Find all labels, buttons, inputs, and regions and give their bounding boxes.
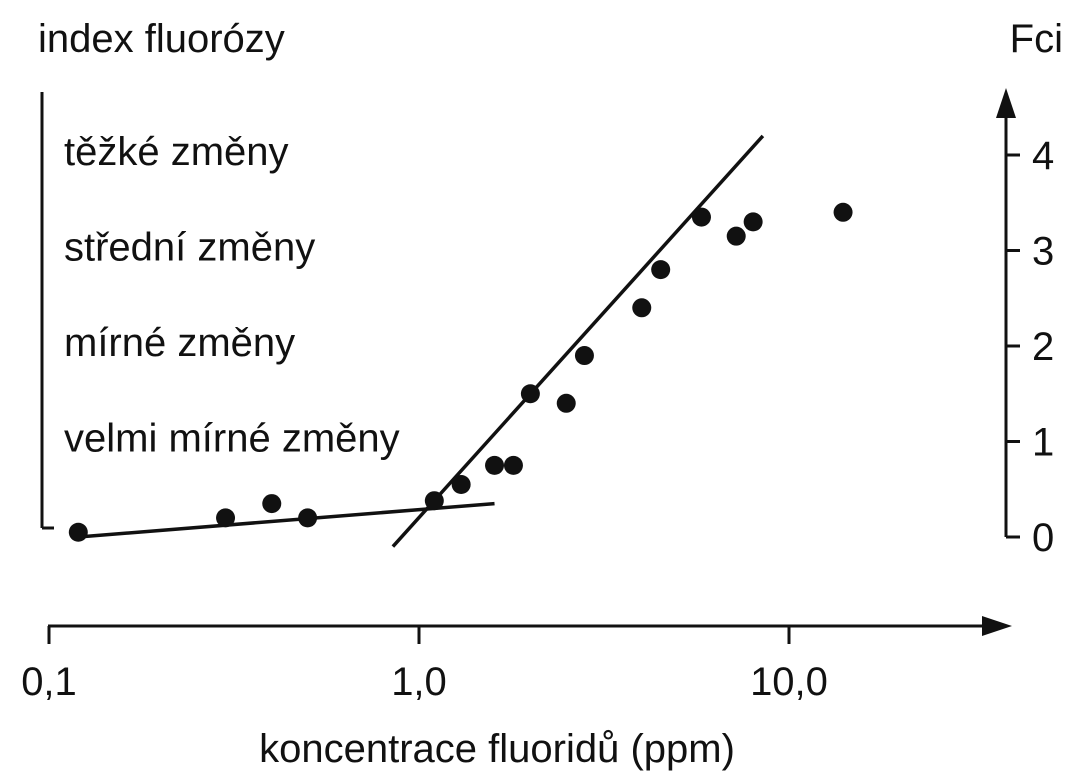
data-point [451,474,471,494]
category-label: střední změny [64,226,315,270]
x-tick-label: 10,0 [750,660,828,704]
y-tick-label: 3 [1032,230,1054,274]
category-label: těžké změny [64,130,289,174]
right-axis-arrow [996,88,1016,118]
x-ticks: 0,1 1,0 10,0 [21,626,828,704]
data-point [520,384,540,404]
data-point [632,298,652,318]
data-point [503,455,523,475]
fit-line [391,134,765,548]
x-axis-arrow [982,616,1012,636]
data-point [743,212,763,232]
x-tick-label: 1,0 [391,660,447,704]
data-point [726,226,746,246]
data-point [485,455,505,475]
y-tick-label: 1 [1032,421,1054,465]
right-axis-title: Fci [1010,17,1063,61]
category-label: mírné změny [64,321,295,365]
x-axis-title: koncentrace fluoridů (ppm) [259,727,735,771]
data-point [651,260,671,280]
data-point [691,207,711,227]
left-axis-title: index fluorózy [38,17,285,61]
y-tick-label: 2 [1032,325,1054,369]
data-point [298,508,318,528]
data-point [68,522,88,542]
x-tick-label: 0,1 [21,660,77,704]
data-point [216,508,236,528]
data-point [574,346,594,366]
data-point [262,494,282,514]
data-points [68,202,853,542]
category-label: velmi mírné změny [64,417,400,461]
y-ticks: 0 1 2 3 4 [1006,134,1054,560]
data-point [556,393,576,413]
data-point [424,491,444,511]
data-point [833,202,853,222]
category-labels: těžké změny střední změny mírné změny velmi… [64,130,400,461]
y-tick-label: 0 [1032,516,1054,560]
y-tick-label: 4 [1032,134,1054,178]
